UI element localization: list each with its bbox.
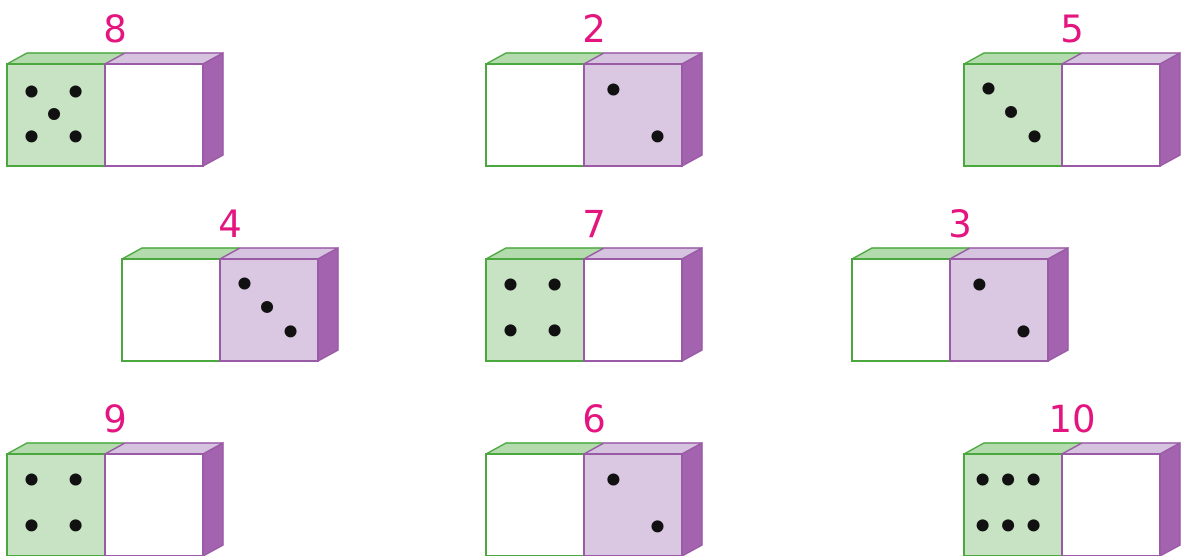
domino-pip [69, 519, 82, 532]
domino-left-face [6, 453, 106, 556]
domino-pip [651, 520, 664, 533]
domino-number: 9 [103, 398, 127, 441]
domino-pip [25, 130, 38, 143]
domino-right-face [583, 453, 683, 556]
domino-right-face [583, 63, 683, 167]
domino: 9 [6, 398, 224, 556]
domino-pip [284, 325, 297, 338]
domino-pip [607, 473, 620, 486]
domino-right-face [949, 258, 1049, 362]
domino-left-face [485, 63, 585, 167]
domino: 8 [6, 8, 224, 168]
domino-pip [238, 277, 251, 290]
domino-right-face [1061, 453, 1161, 556]
domino-right-face [583, 258, 683, 362]
domino-pip [48, 107, 61, 120]
domino-left-face [485, 258, 585, 362]
domino-side [1047, 246, 1069, 363]
domino: 4 [121, 203, 339, 363]
domino-side [1159, 51, 1181, 168]
domino-side [1159, 441, 1181, 556]
domino-left-face [121, 258, 221, 362]
domino-pip [607, 83, 620, 96]
domino-pip [69, 473, 82, 486]
domino-pip [504, 278, 517, 291]
domino-pip [1027, 519, 1040, 532]
domino: 2 [485, 8, 703, 168]
domino-pip [25, 473, 38, 486]
domino-side [317, 246, 339, 363]
domino-pip [1028, 130, 1041, 143]
domino-pip [973, 278, 986, 291]
domino: 5 [963, 8, 1181, 168]
domino-pip [25, 85, 38, 98]
domino-pip [69, 130, 82, 143]
domino-pip [504, 324, 517, 337]
domino-right-face [104, 453, 204, 556]
domino-pip [1002, 519, 1015, 532]
domino-pip [651, 130, 664, 143]
domino-pip [261, 300, 274, 313]
domino-number: 5 [1060, 8, 1084, 51]
domino-number: 7 [582, 203, 606, 246]
domino-side [681, 246, 703, 363]
domino-right-face [1061, 63, 1161, 167]
domino-pip [976, 473, 989, 486]
domino-pip [25, 519, 38, 532]
domino-number: 8 [103, 8, 127, 51]
domino-pip [1017, 325, 1030, 338]
domino-pip [982, 82, 995, 95]
domino-right-face [104, 63, 204, 167]
domino-pip [976, 519, 989, 532]
domino-pip [1005, 105, 1018, 118]
domino-left-face [485, 453, 585, 556]
domino: 3 [851, 203, 1069, 363]
domino-side [681, 441, 703, 556]
domino-side [202, 51, 224, 168]
domino-left-face [963, 453, 1063, 556]
domino-left-face [851, 258, 951, 362]
domino: 7 [485, 203, 703, 363]
domino-number: 10 [1048, 398, 1095, 441]
domino-side [202, 441, 224, 556]
domino-pip [548, 324, 561, 337]
domino-number: 3 [948, 203, 972, 246]
domino-pip [548, 278, 561, 291]
domino-number: 4 [218, 203, 242, 246]
domino-pip [1002, 473, 1015, 486]
domino-number: 6 [582, 398, 606, 441]
domino-number: 2 [582, 8, 606, 51]
domino: 10 [963, 398, 1181, 556]
domino: 6 [485, 398, 703, 556]
domino-pip [1027, 473, 1040, 486]
domino-pip [69, 85, 82, 98]
domino-side [681, 51, 703, 168]
